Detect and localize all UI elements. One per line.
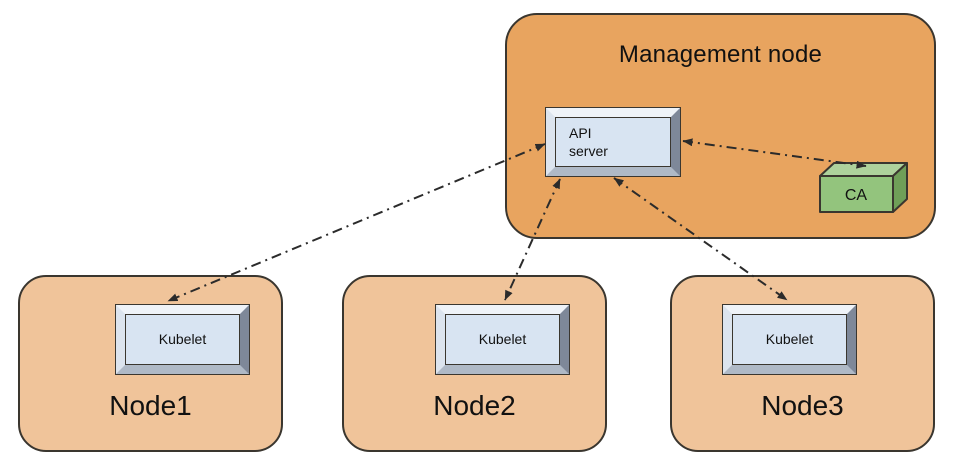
node3-kubelet-face: Kubelet xyxy=(732,314,847,365)
api-server-box: API server xyxy=(545,107,681,177)
api-server-face: API server xyxy=(555,117,671,167)
node3-box: Kubelet Node3 xyxy=(670,275,935,452)
node1-label: Node1 xyxy=(109,390,192,421)
api-server-label: API server xyxy=(569,124,608,159)
node3-kubelet-bevel: Kubelet xyxy=(723,305,856,374)
node2-kubelet-face: Kubelet xyxy=(445,314,560,365)
node1-kubelet-bevel: Kubelet xyxy=(116,305,249,374)
management-node-label: Management node xyxy=(618,41,823,68)
node2-box: Kubelet Node2 xyxy=(342,275,607,452)
node1-box: Kubelet Node1 xyxy=(18,275,283,452)
node1-kubelet-box: Kubelet xyxy=(115,304,250,375)
api-server-bevel: API server xyxy=(546,108,680,176)
node2-label: Node2 xyxy=(433,390,516,421)
node3-kubelet-label: Kubelet xyxy=(765,331,814,348)
node3-label: Node3 xyxy=(761,390,844,421)
node2-kubelet-label: Kubelet xyxy=(478,331,527,348)
node1-kubelet-face: Kubelet xyxy=(125,314,240,365)
management-node-title: Management node xyxy=(507,41,934,69)
node2-kubelet-box: Kubelet xyxy=(435,304,570,375)
node1-kubelet-label: Kubelet xyxy=(158,331,207,348)
node3-kubelet-box: Kubelet xyxy=(722,304,857,375)
node2-kubelet-bevel: Kubelet xyxy=(436,305,569,374)
